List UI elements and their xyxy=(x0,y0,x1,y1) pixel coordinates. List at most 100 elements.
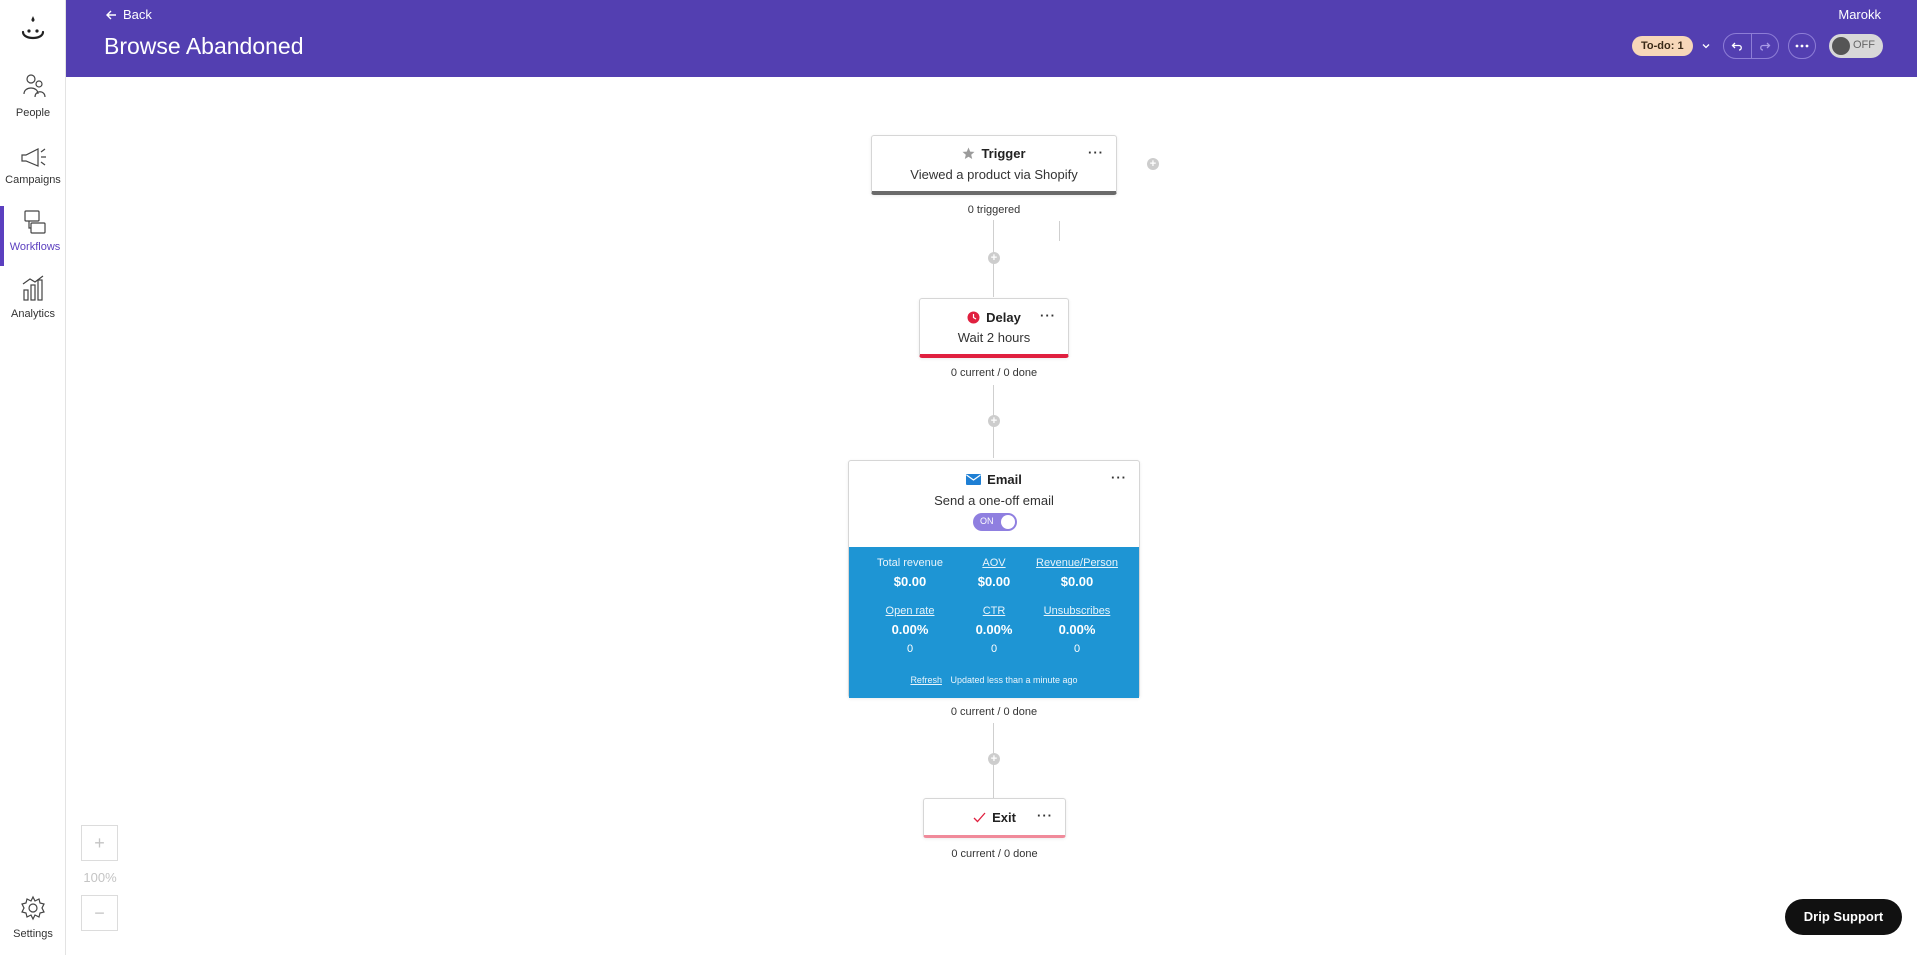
zoom-in-button[interactable]: + xyxy=(81,825,118,861)
delay-menu-button[interactable]: ··· xyxy=(1040,308,1056,323)
email-stats-panel: Total revenue $0.00 AOV $0.00 Revenue/Pe… xyxy=(849,547,1139,698)
metric-label[interactable]: AOV xyxy=(982,557,1006,569)
redo-button[interactable] xyxy=(1750,34,1778,58)
trigger-title: Trigger xyxy=(981,146,1026,161)
toggle-label: OFF xyxy=(1853,39,1875,51)
email-toggle-label: ON xyxy=(980,516,994,526)
ellipsis-icon xyxy=(1795,44,1809,48)
arrow-left-icon xyxy=(106,10,116,19)
add-branch-button[interactable]: + xyxy=(1147,158,1159,170)
trigger-subtitle: Viewed a product via Shopify xyxy=(910,167,1078,182)
metric-revenue-per-person[interactable]: Revenue/Person $0.00 xyxy=(1027,557,1127,589)
redo-icon xyxy=(1760,42,1771,51)
undo-redo-group xyxy=(1723,33,1779,59)
metric-aov[interactable]: AOV $0.00 xyxy=(944,557,1044,589)
add-step-button[interactable]: + xyxy=(988,252,1000,264)
metric-value: $0.00 xyxy=(1060,574,1094,589)
chevron-down-icon[interactable] xyxy=(1700,40,1712,52)
toggle-knob xyxy=(1832,37,1850,55)
sidebar-item-campaigns[interactable]: Campaigns xyxy=(0,139,66,199)
sidebar-item-label: Workflows xyxy=(9,241,61,253)
exit-menu-button[interactable]: ··· xyxy=(1037,808,1053,823)
delay-card-header: Delay xyxy=(920,310,1068,325)
delay-subtitle: Wait 2 hours xyxy=(957,330,1031,345)
email-card-header: Email xyxy=(849,472,1139,487)
delay-card[interactable]: Delay Wait 2 hours ··· xyxy=(919,298,1069,358)
metric-value: $0.00 xyxy=(977,574,1011,589)
checkmark-icon xyxy=(973,812,986,823)
sidebar-item-workflows[interactable]: Workflows xyxy=(0,206,66,266)
email-stats-footer: Refresh Updated less than a minute ago xyxy=(849,675,1139,685)
exit-card-header: Exit xyxy=(924,810,1065,825)
metric-ctr[interactable]: CTR 0.00% 0 xyxy=(944,605,1044,655)
undo-icon xyxy=(1731,42,1742,51)
metric-label: Total revenue xyxy=(876,557,944,569)
people-icon xyxy=(23,74,46,98)
sidebar-item-label: Settings xyxy=(13,928,53,940)
add-step-button[interactable]: + xyxy=(988,415,1000,427)
more-options-button[interactable] xyxy=(1788,33,1816,59)
email-card[interactable]: Email Send a one-off email ON ··· Total … xyxy=(848,460,1140,698)
zoom-out-button[interactable]: − xyxy=(81,895,118,931)
metric-unsubscribes[interactable]: Unsubscribes 0.00% 0 xyxy=(1027,605,1127,655)
workflow-canvas[interactable]: + + + + Trigger Viewed a product via Sho… xyxy=(66,77,1917,955)
workflow-active-toggle[interactable]: OFF xyxy=(1829,34,1883,58)
analytics-icon xyxy=(22,275,44,301)
exit-card[interactable]: Exit ··· xyxy=(923,798,1066,838)
sidebar-item-people[interactable]: People xyxy=(0,72,66,132)
metric-count: 0 xyxy=(1073,643,1081,655)
workflows-icon xyxy=(24,210,46,234)
metric-value: 0.00% xyxy=(975,622,1013,637)
add-step-button[interactable]: + xyxy=(988,753,1000,765)
page-header: Back Browse Abandoned Marokk To-do: 1 OF… xyxy=(66,0,1917,77)
refresh-link[interactable]: Refresh xyxy=(910,675,942,685)
metric-value: $0.00 xyxy=(893,574,927,589)
metric-label[interactable]: CTR xyxy=(982,605,1006,617)
sidebar-item-label: Campaigns xyxy=(5,174,61,186)
back-link[interactable]: Back xyxy=(105,7,152,22)
clock-icon xyxy=(967,311,980,324)
todo-badge[interactable]: To-do: 1 xyxy=(1632,36,1693,56)
user-menu[interactable]: Marokk xyxy=(1838,7,1881,22)
sidebar: People Campaigns Workflows Analytics Se xyxy=(0,0,66,955)
drip-logo-icon[interactable] xyxy=(18,14,48,46)
zoom-level: 100% xyxy=(83,870,117,885)
sidebar-item-label: Analytics xyxy=(10,308,56,320)
email-stats: 0 current / 0 done xyxy=(950,706,1038,718)
metric-value: 0.00% xyxy=(1058,622,1096,637)
toggle-knob xyxy=(1001,515,1015,529)
exit-stats: 0 current / 0 done xyxy=(951,848,1038,860)
metric-count: 0 xyxy=(906,643,914,655)
megaphone-icon xyxy=(21,148,46,167)
connector-line xyxy=(1059,221,1060,241)
metric-label[interactable]: Revenue/Person xyxy=(1036,557,1118,569)
metric-open-rate[interactable]: Open rate 0.00% 0 xyxy=(860,605,960,655)
trigger-card[interactable]: Trigger Viewed a product via Shopify ··· xyxy=(871,135,1117,195)
star-icon xyxy=(962,147,975,159)
back-label: Back xyxy=(123,7,152,22)
delay-title: Delay xyxy=(986,310,1021,325)
metric-label[interactable]: Open rate xyxy=(885,605,935,617)
sidebar-item-analytics[interactable]: Analytics xyxy=(0,273,66,333)
delay-stats: 0 current / 0 done xyxy=(950,367,1038,379)
trigger-card-header: Trigger xyxy=(872,146,1116,161)
metric-count: 0 xyxy=(990,643,998,655)
exit-title: Exit xyxy=(992,810,1016,825)
metric-value: 0.00% xyxy=(891,622,929,637)
trigger-menu-button[interactable]: ··· xyxy=(1088,145,1104,160)
email-enabled-toggle[interactable]: ON xyxy=(973,513,1017,531)
email-title: Email xyxy=(987,472,1022,487)
sidebar-item-settings[interactable]: Settings xyxy=(0,893,66,953)
page-title: Browse Abandoned xyxy=(104,33,304,59)
envelope-icon xyxy=(966,474,982,485)
metric-label[interactable]: Unsubscribes xyxy=(1043,605,1111,617)
trigger-stats: 0 triggered xyxy=(967,204,1021,216)
email-subtitle: Send a one-off email xyxy=(934,493,1054,508)
sidebar-item-label: People xyxy=(15,107,51,119)
updated-text: Updated less than a minute ago xyxy=(950,675,1078,685)
drip-support-button[interactable]: Drip Support xyxy=(1785,899,1902,935)
email-menu-button[interactable]: ··· xyxy=(1111,470,1127,485)
gear-icon xyxy=(21,895,45,921)
metric-total-revenue: Total revenue $0.00 xyxy=(860,557,960,589)
undo-button[interactable] xyxy=(1724,34,1751,58)
